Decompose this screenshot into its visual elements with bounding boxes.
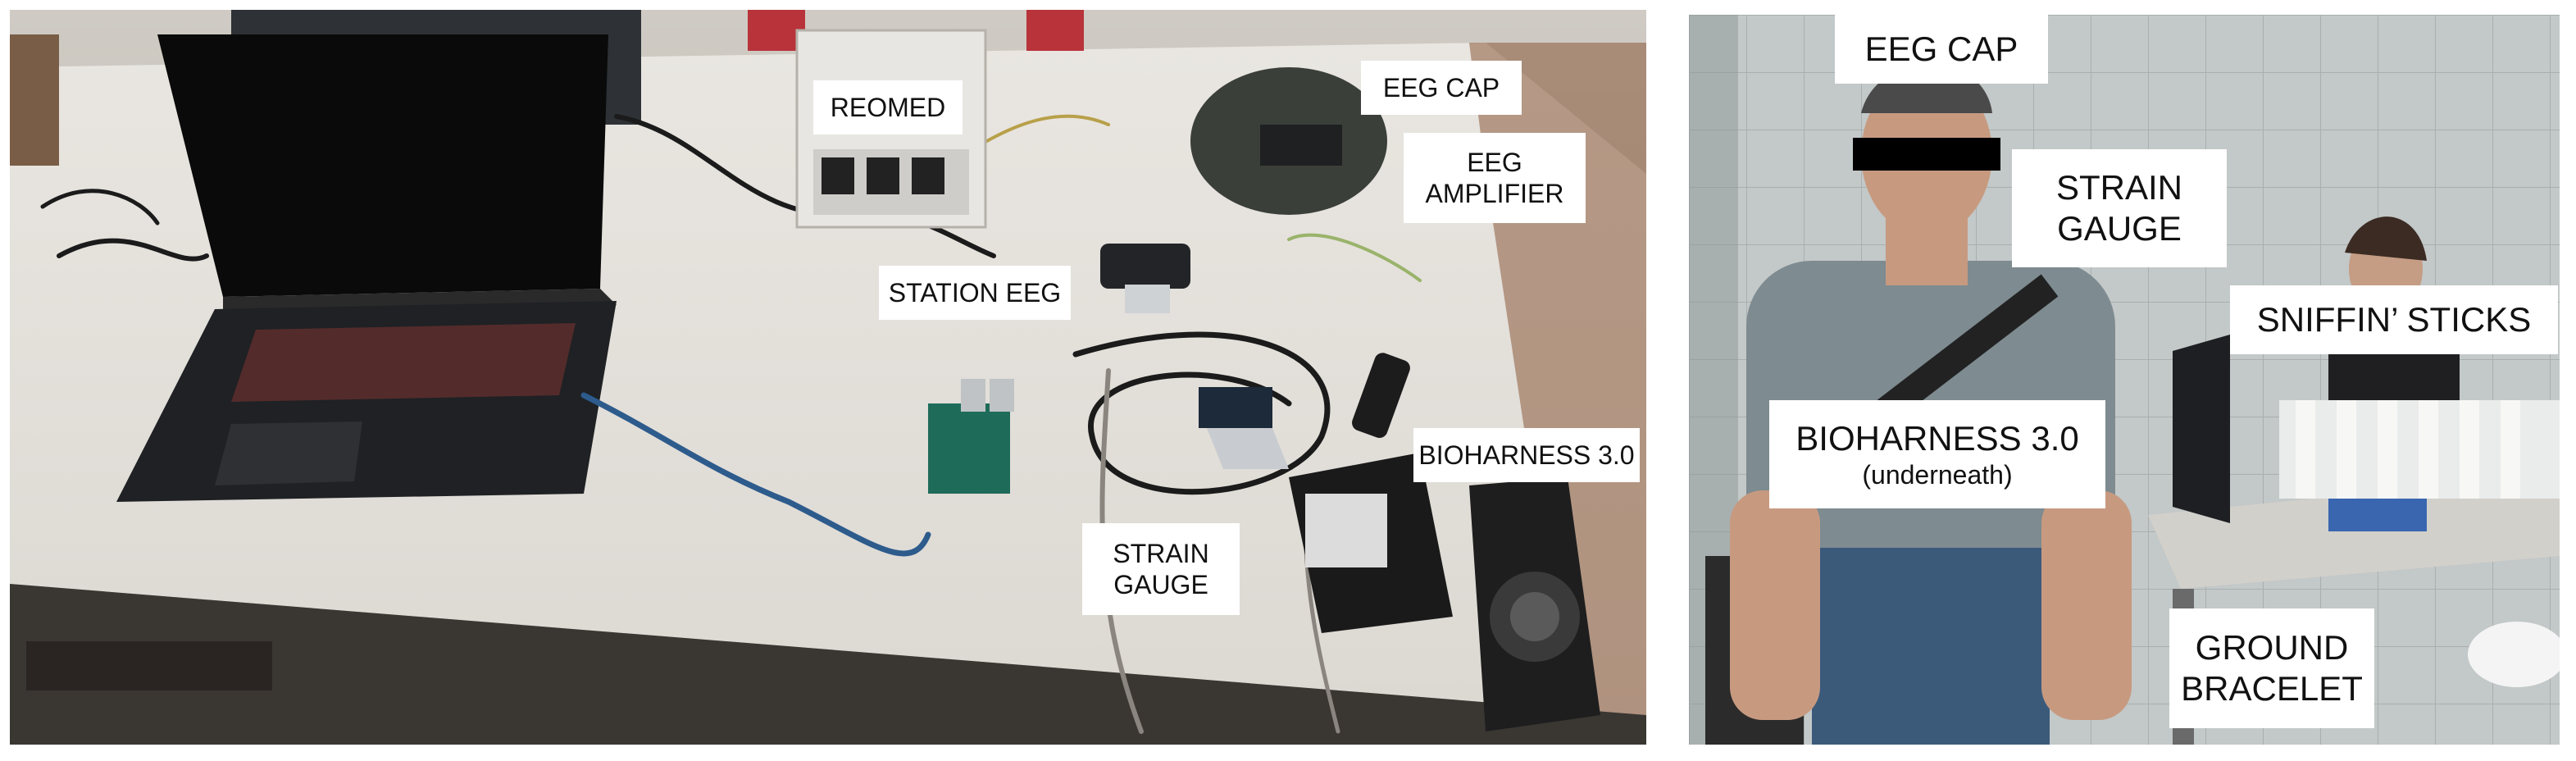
participant-photo: EEG CAP STRAIN GAUGE SNIFFIN’ STICKS BIO… — [1689, 15, 2560, 745]
chest-strap — [1469, 477, 1600, 731]
power-outlet — [748, 10, 805, 51]
label-text: SNIFFIN’ STICKS — [2256, 299, 2532, 339]
label-text: EEG CAP — [1864, 29, 2018, 68]
arduino-board — [928, 379, 1014, 494]
label-bioharness: BIOHARNESS 3.0 — [1413, 428, 1640, 482]
label-text: STATION EEG — [888, 277, 1062, 308]
db-connector — [1199, 387, 1289, 469]
label-text-line-1: GROUND — [2195, 627, 2349, 667]
label-text-line-1: EEG — [1467, 147, 1522, 177]
monitor — [2173, 335, 2230, 523]
label-bioharness: BIOHARNESS 3.0 (underneath) — [1769, 400, 2105, 508]
label-text-line-2: AMPLIFIER — [1425, 179, 1564, 208]
label-station-eeg: STATION EEG — [879, 266, 1071, 320]
station-eeg-device — [1100, 244, 1190, 313]
label-text-line-2: GAUGE — [2057, 209, 2182, 248]
label-text-line-1: STRAIN — [2055, 167, 2182, 207]
equipment-photo: REOMED EEG CAP EEG AMPLIFIER STATION EEG… — [10, 10, 1646, 745]
label-eeg-cap: EEG CAP — [1361, 61, 1522, 115]
wood-block — [10, 34, 59, 166]
desk-drawer — [26, 641, 272, 690]
label-eeg-cap: EEG CAP — [1835, 15, 2048, 84]
label-ground-bracelet: GROUND BRACELET — [2169, 608, 2374, 728]
label-text: REOMED — [830, 92, 946, 122]
participant-scene — [1689, 15, 2560, 745]
laptop — [116, 34, 617, 502]
bioharness-pad — [1289, 453, 1453, 633]
label-reomed: REOMED — [813, 80, 963, 134]
sniffin-sticks-box — [2279, 400, 2560, 531]
label-eeg-amplifier: EEG AMPLIFIER — [1404, 133, 1586, 223]
label-text: EEG CAP — [1382, 72, 1500, 103]
label-text-line-2: BRACELET — [2181, 669, 2363, 708]
eye-mask — [1853, 138, 2000, 171]
label-text: BIOHARNESS 3.0 — [1795, 418, 2079, 458]
label-strain-gauge: STRAIN GAUGE — [1082, 523, 1240, 615]
power-outlet — [1026, 10, 1084, 51]
label-strain-gauge: STRAIN GAUGE — [2012, 149, 2227, 267]
label-text-line-1: STRAIN — [1113, 538, 1209, 568]
ground-bracelet-object — [2468, 622, 2560, 687]
label-subtext: (underneath) — [1862, 460, 2013, 490]
label-text-line-2: GAUGE — [1113, 570, 1208, 599]
cables — [40, 114, 1422, 734]
strain-gauge-strap — [1352, 353, 1410, 439]
label-text: BIOHARNESS 3.0 — [1418, 440, 1635, 470]
eeg-cap-object — [1190, 67, 1387, 215]
label-sniffin-sticks: SNIFFIN’ STICKS — [2230, 285, 2558, 354]
